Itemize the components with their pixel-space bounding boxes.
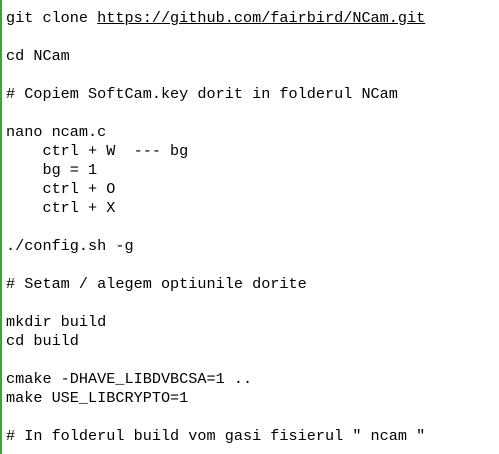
code-line-make: make USE_LIBCRYPTO=1 [6, 389, 189, 407]
git-clone-command: git clone [6, 9, 98, 27]
repo-link[interactable]: https://github.com/fairbird/NCam.git [97, 9, 426, 27]
code-line-cmake: cmake -DHAVE_LIBDVBCSA=1 .. [6, 370, 253, 388]
code-line-cd-ncam: cd NCam [6, 47, 70, 65]
code-line-mkdir: mkdir build [6, 313, 107, 331]
code-line-nano: nano ncam.c [6, 123, 107, 141]
code-line-cd-build: cd build [6, 332, 79, 350]
code-line-comment-softcam: # Copiem SoftCam.key dorit in folderul N… [6, 85, 398, 103]
code-line-bg: bg = 1 [6, 161, 98, 179]
code-line-comment-build: # In folderul build vom gasi fisierul " … [6, 427, 426, 445]
code-line-ctrl-o: ctrl + O [6, 180, 116, 198]
code-line-git-clone: git clone https://github.com/fairbird/NC… [6, 9, 425, 28]
code-line-ctrl-x: ctrl + X [6, 199, 116, 217]
code-line-ctrl-w: ctrl + W --- bg [6, 142, 189, 160]
code-line-comment-options: # Setam / alegem optiunile dorite [6, 275, 307, 293]
left-accent-border [0, 0, 2, 454]
code-line-config: ./config.sh -g [6, 237, 134, 255]
